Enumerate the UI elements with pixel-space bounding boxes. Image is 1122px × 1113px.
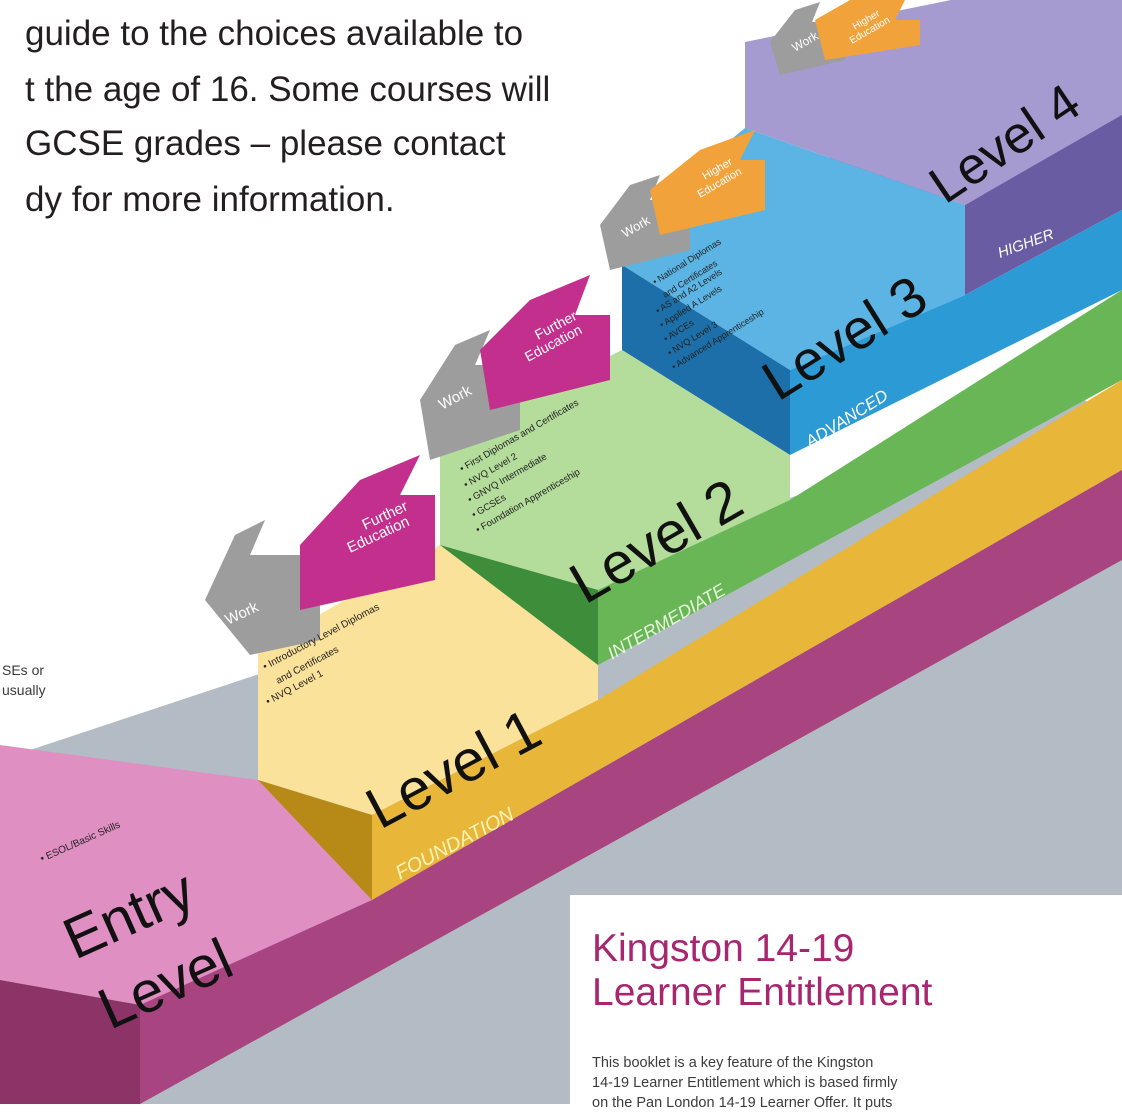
step-foundation-top — [258, 545, 598, 815]
further-arrow-2 — [480, 275, 610, 410]
panel-body-line2: 14-19 Learner Entitlement which is based… — [592, 1075, 898, 1091]
intro-line-1: guide to the choices available to — [25, 14, 524, 53]
stray-text-1: SEs or — [2, 662, 45, 678]
step-intermediate-front — [598, 290, 1122, 665]
step-entry-front — [140, 470, 1122, 1104]
work-arrow-1 — [205, 520, 320, 655]
learner-entitlement-panel: Kingston 14-19 Learner Entitlement This … — [570, 895, 1122, 1111]
panel-title-line2: Learner Entitlement — [592, 971, 933, 1014]
work-arrow-3 — [600, 175, 690, 270]
higher-arrow-4 — [815, 0, 920, 60]
arrow-group-level4: Work Higher Education — [770, 0, 920, 75]
step-foundation-front — [372, 380, 1122, 900]
arrow-group-level3: Work Higher Education — [600, 130, 765, 270]
stray-text-2: usually — [2, 682, 46, 698]
intro-line-3: GCSE grades – please contact — [25, 124, 506, 163]
intro-line-4: dy for more information. — [25, 180, 395, 219]
step-advanced-front — [790, 210, 1122, 455]
higher-arrow-3 — [650, 130, 765, 235]
step-intermediate-top — [440, 350, 790, 590]
step-entry-top — [0, 745, 372, 1005]
work-arrow-2 — [420, 330, 520, 460]
step-higher-front — [965, 115, 1122, 295]
arrow-group-level1: Work Further Education — [205, 455, 435, 655]
further-arrow-1 — [300, 455, 435, 610]
panel-body-line3: on the Pan London 14-19 Learner Offer. I… — [592, 1095, 893, 1111]
arrow-group-level2: Work Further Education — [420, 275, 610, 460]
intro-line-2: t the age of 16. Some courses will — [25, 70, 551, 109]
panel-body-line1: This booklet is a key feature of the Kin… — [592, 1055, 874, 1071]
panel-title-line1: Kingston 14-19 — [592, 927, 855, 970]
